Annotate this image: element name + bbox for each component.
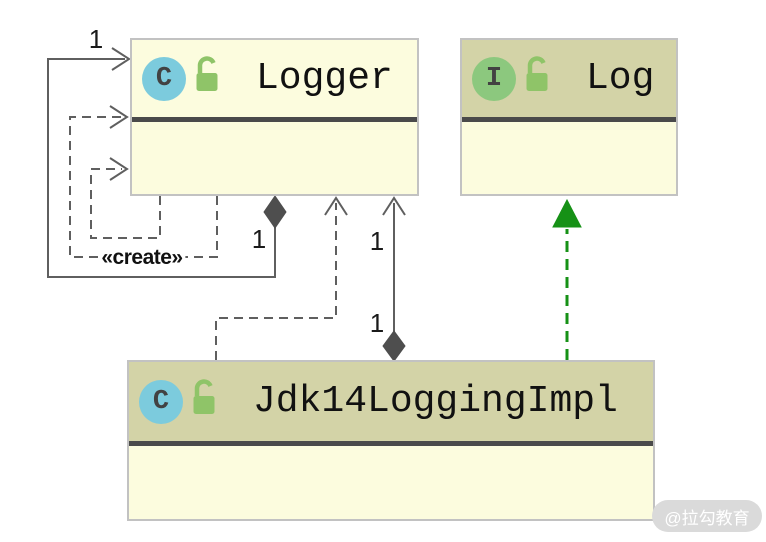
interface-node-log[interactable]: I Log	[460, 38, 678, 196]
class-icon: C	[142, 56, 186, 101]
class-node-logger[interactable]: C Logger	[130, 38, 419, 196]
edge-logger-self-composition	[47, 47, 287, 278]
class-icon: C	[139, 379, 183, 424]
multiplicity-label: 1	[369, 226, 385, 256]
log-header: I Log	[462, 40, 676, 122]
multiplicity-label: 1	[88, 24, 104, 54]
create-stereotype-label: «create»	[98, 246, 186, 270]
edge-logger-self-dependency	[90, 157, 161, 239]
class-node-jdk14loggingimpl[interactable]: C Jdk14LoggingImpl	[127, 360, 655, 521]
unlock-icon	[524, 56, 550, 101]
class-name-jdk14loggingimpl: Jdk14LoggingImpl	[253, 380, 618, 423]
logger-header: C Logger	[132, 40, 417, 122]
unlock-icon	[191, 379, 217, 424]
edge-jdk14loggingimpl-implements-log	[552, 198, 582, 360]
interface-icon: I	[472, 56, 516, 101]
jdk14loggingimpl-header: C Jdk14LoggingImpl	[129, 362, 653, 446]
class-name-logger: Logger	[256, 57, 393, 100]
unlock-icon	[194, 56, 220, 101]
multiplicity-label: 1	[369, 308, 385, 338]
edge-jdk14loggingimpl-to-logger-composition	[382, 196, 406, 362]
edge-jdk14loggingimpl-to-logger-dependency	[215, 196, 348, 360]
multiplicity-label: 1	[251, 224, 267, 254]
interface-name-log: Log	[586, 57, 655, 100]
edge-logger-self-create-dependency	[69, 105, 218, 258]
watermark-badge: @拉勾教育	[652, 500, 762, 532]
